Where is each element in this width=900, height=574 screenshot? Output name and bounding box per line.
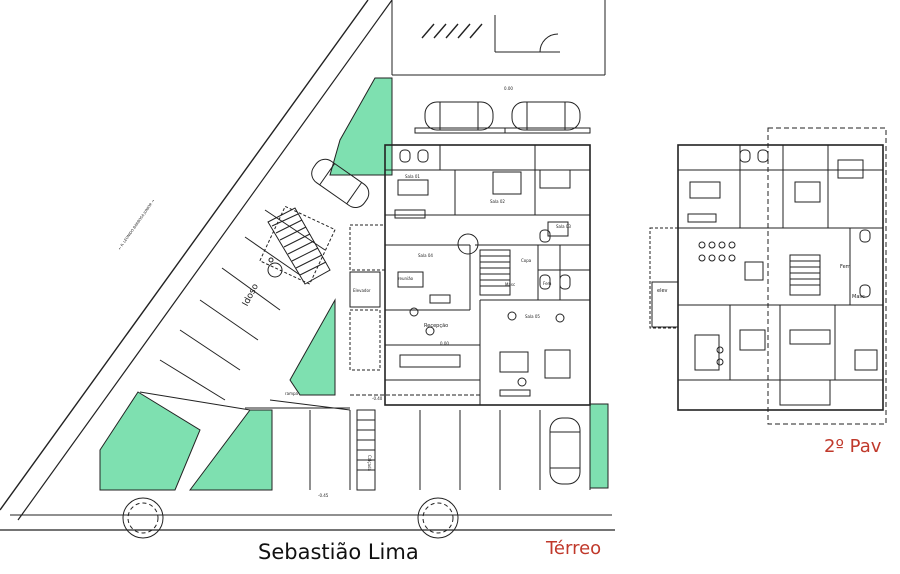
plan-label: Sala 02	[490, 199, 505, 204]
plan-label: Recepção	[424, 323, 448, 329]
hatched-ramp	[267, 207, 331, 285]
plan-label: Masc	[852, 294, 865, 300]
green-area-bottom-mid	[189, 409, 273, 491]
shrub-row	[421, 23, 483, 39]
stairs-second	[789, 254, 821, 296]
car-bottom	[549, 417, 581, 485]
plan-label: reunião	[398, 276, 414, 281]
plan-label: 0.00	[440, 341, 449, 346]
tree-left	[122, 497, 164, 539]
plan-label: Copa	[521, 258, 532, 263]
plan-label: Sala 04	[418, 253, 433, 258]
toilets-ground	[399, 149, 571, 290]
desk-cluster-2	[687, 159, 878, 371]
plan-label: Sala 01	[405, 174, 420, 179]
ground-floor-plan	[0, 0, 615, 539]
plan-label: Idoso	[241, 282, 261, 308]
tree-right	[417, 497, 459, 539]
second-floor-plan	[649, 127, 887, 425]
plan-label: Sala 05	[525, 314, 540, 319]
wheelchair-icon	[267, 257, 283, 278]
second-floor-title: 2º Pav	[824, 436, 882, 457]
plan-label: Masc	[505, 282, 515, 287]
ground-building-outline	[384, 144, 591, 406]
parking-bays-diagonal	[139, 205, 336, 411]
plan-label: Sala 03	[556, 224, 571, 229]
plan-label: Calçada	[367, 455, 372, 472]
desk-cluster	[394, 169, 571, 397]
plan-label: -0.45	[318, 493, 329, 498]
plan-label: -0.40	[372, 396, 383, 401]
plan-label: elev	[657, 288, 668, 294]
green-area-left-triangle	[289, 298, 336, 396]
elevator-shaft	[349, 271, 381, 308]
plan-label: rampa	[285, 391, 299, 396]
plan-label: 0.00	[504, 86, 513, 91]
plan-label: Fem	[840, 264, 851, 270]
car-top-left	[414, 101, 506, 134]
street-name-label: Sebastião Lima	[258, 540, 419, 564]
plan-label: ← R. LEONIDO BARBOSA JUNIOR →	[118, 199, 156, 251]
car-top-right	[504, 101, 591, 134]
plan-label: Fem	[543, 281, 552, 286]
toilets-second	[739, 149, 871, 298]
green-area-bottom-left	[99, 391, 201, 491]
green-area-bottom-right	[589, 403, 609, 489]
ground-floor-title: Térreo	[546, 538, 602, 559]
second-floor-labels: Fem Masc elev	[657, 264, 865, 300]
parking-bays-bottom	[271, 409, 591, 491]
elevator-shaft-2	[651, 281, 679, 328]
plan-label: Elevador	[353, 288, 371, 293]
stairs-ground	[479, 249, 511, 296]
car-diagonal	[311, 158, 370, 209]
green-area-top	[329, 77, 393, 176]
